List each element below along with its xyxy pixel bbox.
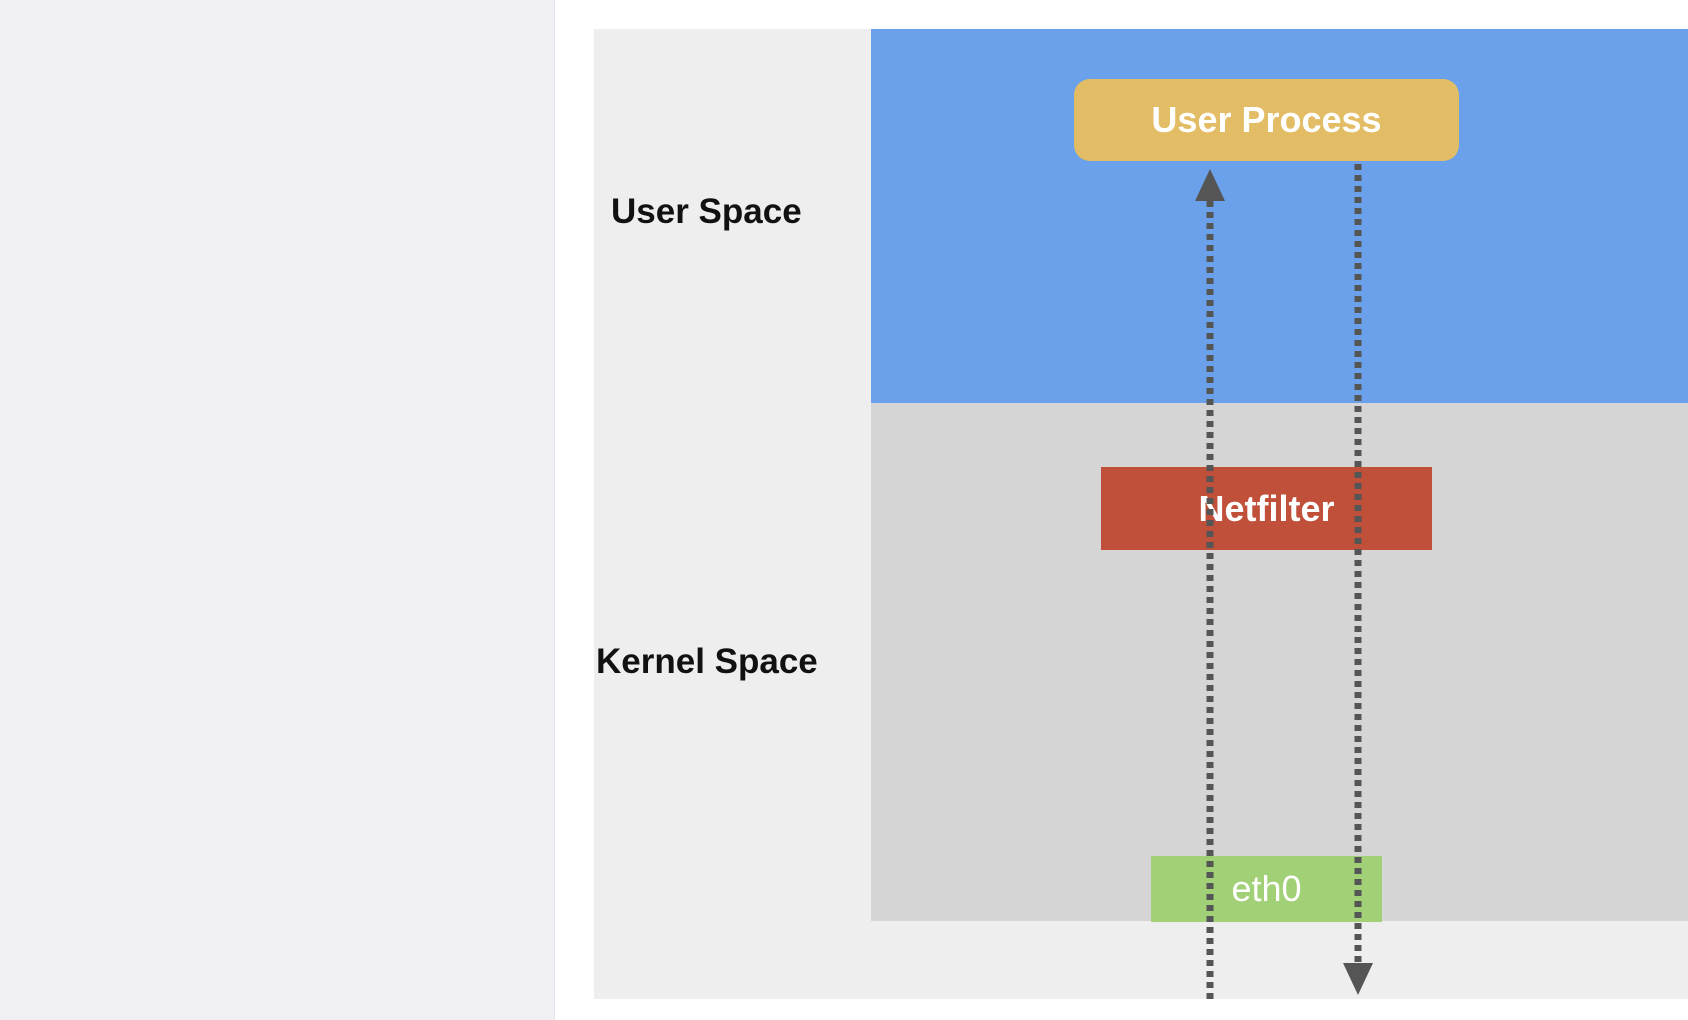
eth0-box: eth0 bbox=[1151, 856, 1382, 922]
left-sidebar-panel bbox=[0, 0, 554, 1020]
netfilter-box: Netfilter bbox=[1101, 467, 1432, 550]
down-arrowhead-icon bbox=[1343, 963, 1373, 995]
user-process-box: User Process bbox=[1074, 79, 1459, 161]
panel-divider bbox=[554, 0, 555, 1020]
diagram-slide: User Space Kernel Space User Process Net… bbox=[594, 29, 1688, 999]
user-space-label: User Space bbox=[611, 192, 802, 231]
kernel-space-label: Kernel Space bbox=[596, 642, 818, 681]
